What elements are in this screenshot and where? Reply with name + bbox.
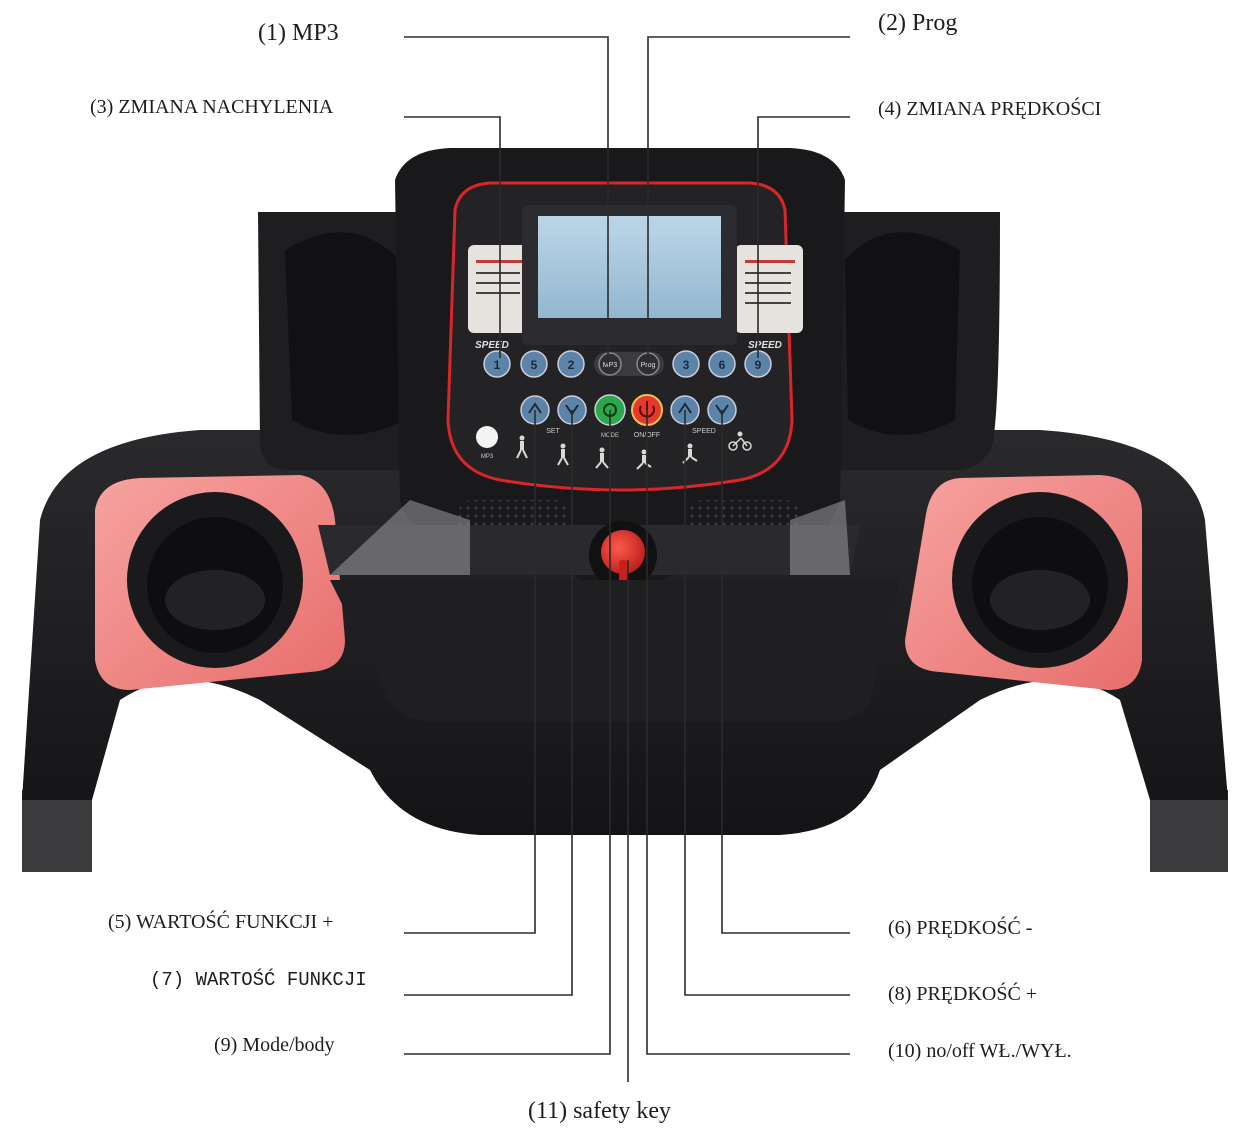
leader-onoff: [646, 410, 850, 1055]
leader-mp3: [404, 36, 609, 364]
left-handrail-post: [22, 790, 92, 872]
speed-right-label: SPEED: [748, 340, 782, 351]
mp3-port-label: MP3: [481, 454, 494, 460]
leader-speed-plus: [684, 410, 850, 996]
walker-icon-1: [516, 435, 528, 459]
svg-text:6: 6: [719, 358, 726, 372]
quick-key-5[interactable]: 5: [520, 350, 548, 378]
runner-icon-1: [636, 449, 652, 470]
svg-text:9: 9: [755, 358, 762, 372]
quick-key-6[interactable]: 6: [708, 350, 736, 378]
svg-text:2: 2: [568, 358, 575, 372]
label-safety: (11) safety key: [528, 1098, 672, 1124]
jogger-icon: [595, 447, 609, 469]
left-cup-holder: [127, 492, 303, 668]
label-speed-minus: (6) PRĘDKOŚĆ -: [888, 917, 1033, 939]
svg-text:3: 3: [683, 358, 690, 372]
label-speed-change: (4) ZMIANA PRĘDKOŚCI: [878, 98, 1102, 120]
left-info-panel: [468, 245, 536, 333]
leader-incline: [404, 116, 501, 358]
label-value-minus: (7) WARTOŚĆ FUNKCJI: [150, 969, 367, 991]
lcd-screen: [538, 216, 721, 318]
console-lower-bezel: [330, 580, 900, 722]
svg-text:5: 5: [531, 358, 538, 372]
label-mode: (9) Mode/body: [214, 1034, 335, 1056]
quick-key-1[interactable]: 1: [483, 350, 511, 378]
leader-mode: [404, 410, 611, 1055]
leader-prog: [647, 36, 850, 364]
label-onoff: (10) no/off WŁ./WYŁ.: [888, 1040, 1072, 1062]
quick-key-2[interactable]: 2: [557, 350, 585, 378]
leader-value-plus: [404, 410, 536, 934]
set-label: SET: [546, 428, 560, 435]
speed-button-label: SPEED: [692, 428, 716, 435]
right-side-wing-inner: [845, 232, 960, 435]
svg-text:MP3: MP3: [603, 362, 618, 369]
label-mp3: (1) MP3: [258, 20, 339, 46]
leader-speed-change: [757, 116, 850, 358]
speed-left-label: SPEED: [475, 340, 509, 351]
right-handrail-post: [1150, 790, 1228, 872]
right-info-panel: [735, 245, 803, 333]
mp3-button[interactable]: MP3: [598, 352, 622, 376]
leader-speed-minus: [721, 410, 850, 934]
left-side-wing-inner: [285, 232, 405, 435]
mp3-port[interactable]: [476, 426, 498, 448]
runner-icon-2: [682, 443, 698, 464]
quick-key-row: 1 5 2 MP3 Prog 3 6 9: [483, 350, 772, 378]
safety-key[interactable]: [589, 521, 657, 589]
svg-text:1: 1: [494, 358, 501, 372]
leader-value-minus: [404, 410, 573, 996]
label-speed-plus: (8) PRĘDKOŚĆ +: [888, 983, 1038, 1005]
cyclist-icon: [728, 431, 752, 451]
leader-lines: [404, 36, 850, 1082]
activity-icons: [516, 431, 752, 470]
quick-key-3[interactable]: 3: [672, 350, 700, 378]
right-cup-holder: [952, 492, 1128, 668]
label-incline: (3) ZMIANA NACHYLENIA: [90, 96, 334, 118]
label-prog: (2) Prog: [878, 10, 958, 36]
svg-text:Prog: Prog: [641, 362, 656, 369]
label-value-plus: (5) WARTOŚĆ FUNKCJI +: [108, 911, 334, 933]
walker-icon-2: [557, 443, 569, 466]
